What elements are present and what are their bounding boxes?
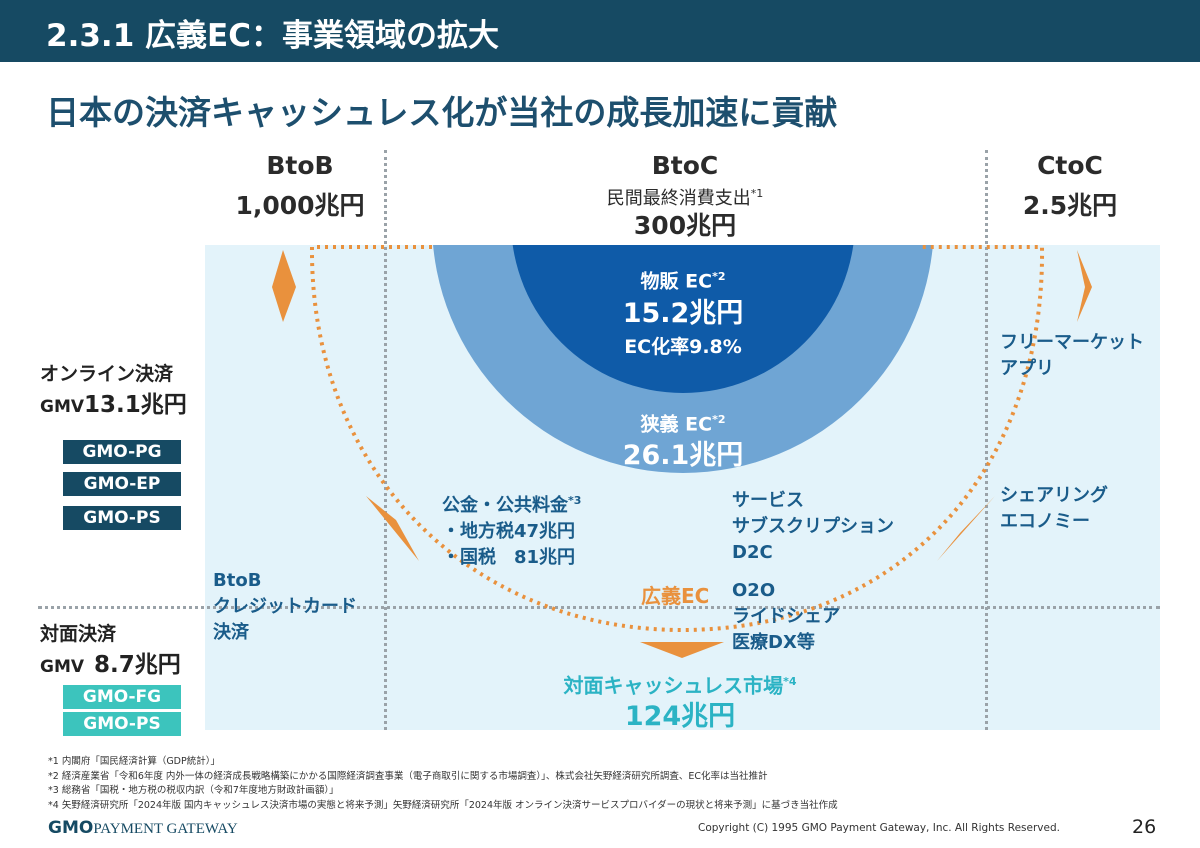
- btoc-name: BtoC: [651, 151, 719, 180]
- btob-name: BtoB: [266, 151, 334, 180]
- product-ec-note: *2: [712, 270, 726, 283]
- flea-market-line2: アプリ: [1000, 358, 1054, 379]
- cashless-market-block: 対面キャッシュレス市場*4 124兆円: [520, 668, 840, 734]
- arrow-down: [640, 642, 724, 658]
- btob-header: BtoB 1,000兆円: [230, 150, 370, 230]
- services-line3: D2C: [732, 542, 773, 563]
- badge-gmo-ps-offline: GMO-PS: [63, 712, 181, 736]
- btob-value: 1,000兆円: [235, 191, 365, 220]
- cashless-market-label: 対面キャッシュレス市場: [563, 673, 784, 698]
- page-number: 26: [1132, 816, 1157, 838]
- narrow-ec-label: 狭義 EC: [640, 413, 713, 436]
- narrow-ec-note: *2: [712, 413, 726, 426]
- ctoc-value: 2.5兆円: [1022, 191, 1118, 220]
- services-block: サービス サブスクリプション D2C: [732, 488, 894, 566]
- cashless-market-note: *4: [783, 675, 797, 688]
- o2o-line2: ライドシェア: [732, 606, 840, 627]
- online-gmv-prefix: GMV: [40, 397, 85, 417]
- narrow-ec-value: 26.1兆円: [622, 440, 744, 472]
- public-fees-title: 公金・公共料金: [442, 495, 568, 516]
- offline-block: 対面決済 GMV 8.7兆円: [40, 620, 181, 684]
- badge-gmo-ep: GMO-EP: [63, 472, 181, 496]
- flea-market-block: フリーマーケット アプリ: [1000, 330, 1144, 382]
- footnote-1: *1 内閣府「国民経済計算（GDP統計）」: [48, 756, 220, 767]
- public-fees-block: 公金・公共料金*3 ・地方税47兆円 ・国税 81兆円: [442, 488, 581, 571]
- page-title: 2.3.1 広義EC：事業領域の拡大: [46, 18, 499, 54]
- badge-gmo-ps-online: GMO-PS: [63, 506, 181, 530]
- btoc-desc: 民間最終消費支出: [606, 188, 751, 209]
- footnote-4: *4 矢野経済研究所「2024年版 国内キャッシュレス決済市場の実態と将来予測」…: [48, 799, 838, 811]
- arrow-right: [1077, 250, 1092, 322]
- services-line2: サブスクリプション: [732, 516, 894, 537]
- divider-online-offline: [38, 606, 1160, 609]
- footnote-3: *3 総務省「国税・地方税の税収内訳（令和7年度地方財政計画額）」: [48, 785, 339, 796]
- footnotes: *1 内閣府「国民経済計算（GDP統計）」 *2 経済産業省「令和6年度 内外一…: [48, 755, 838, 813]
- btoc-header: BtoC 民間最終消費支出*1 300兆円: [560, 150, 810, 241]
- online-title: オンライン決済: [40, 363, 174, 385]
- services-line1: サービス: [732, 490, 804, 511]
- divider-btoc-ctoc: [985, 150, 988, 730]
- logo-text: PAYMENT GATEWAY: [93, 821, 238, 837]
- online-block: オンライン決済 GMV13.1兆円: [40, 360, 187, 424]
- arrow-down-left: [366, 496, 419, 561]
- product-ec-text: 物販 EC*2 15.2兆円 EC化率9.8%: [583, 262, 783, 362]
- sharing-block: シェアリング エコノミー: [1000, 483, 1108, 535]
- public-fees-note: *3: [568, 494, 582, 507]
- arrow-down-right: [937, 496, 995, 561]
- offline-gmv-value: 8.7兆円: [94, 652, 181, 678]
- offline-gmv-prefix: GMV: [40, 657, 85, 677]
- ctoc-header: CtoC 2.5兆円: [1000, 150, 1140, 230]
- wide-ec-label: 広義EC: [641, 584, 710, 608]
- narrow-ec-text: 狭義 EC*2 26.1兆円: [583, 406, 783, 474]
- ctoc-name: CtoC: [1037, 151, 1103, 180]
- o2o-line1: O2O: [732, 580, 776, 601]
- btob-credit-block: BtoB クレジットカード 決済: [213, 568, 357, 646]
- product-ec-label: 物販 EC: [640, 270, 713, 293]
- arrow-up-left-lower: [272, 287, 296, 322]
- logo-gmo: GMO: [48, 818, 94, 838]
- company-logo: GMOPAYMENT GATEWAY: [48, 818, 238, 838]
- page-subtitle: 日本の決済キャッシュレス化が当社の成長加速に貢献: [46, 93, 838, 132]
- product-ec-value: 15.2兆円: [622, 298, 744, 330]
- btoc-value: 300兆円: [633, 211, 737, 240]
- btob-credit-line3: 決済: [213, 622, 249, 643]
- online-gmv-value: 13.1兆円: [84, 392, 187, 418]
- public-fees-local-tax: ・地方税47兆円: [442, 521, 576, 542]
- cashless-market-value: 124兆円: [624, 700, 736, 732]
- divider-btob-btoc: [384, 150, 387, 730]
- footnote-2: *2 経済産業省「令和6年度 内外一体の経済成長戦略構築にかかる国際経済調査事業…: [48, 770, 768, 782]
- badge-gmo-pg: GMO-PG: [63, 440, 181, 464]
- sharing-line2: エコノミー: [1000, 511, 1090, 532]
- product-ec-rate: EC化率9.8%: [624, 336, 742, 359]
- o2o-block: O2O ライドシェア 医療DX等: [732, 578, 840, 656]
- title-bar: 2.3.1 広義EC：事業領域の拡大: [0, 0, 1200, 62]
- copyright: Copyright (C) 1995 GMO Payment Gateway, …: [698, 822, 1060, 834]
- btob-credit-line2: クレジットカード: [213, 596, 357, 617]
- badge-gmo-fg: GMO-FG: [63, 685, 181, 709]
- offline-title: 対面決済: [40, 623, 117, 645]
- public-fees-national-tax: ・国税 81兆円: [442, 547, 576, 568]
- sharing-line1: シェアリング: [1000, 485, 1108, 506]
- btob-credit-line1: BtoB: [213, 570, 262, 591]
- o2o-line3: 医療DX等: [732, 632, 815, 653]
- btoc-note: *1: [750, 187, 764, 200]
- flea-market-line1: フリーマーケット: [1000, 332, 1144, 353]
- arrow-up-left: [272, 250, 296, 287]
